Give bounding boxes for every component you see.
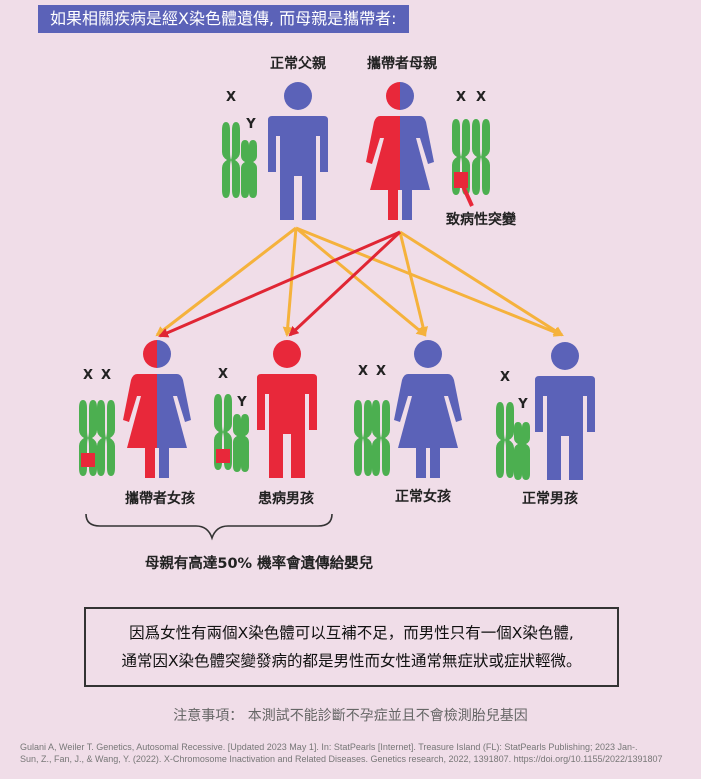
carrier-girl-figure xyxy=(123,340,191,478)
arrow-father-to-normal-boy xyxy=(295,226,564,337)
normal-girl-figure xyxy=(394,340,462,478)
reference-2: Sun, Z., Fan, J., & Wang, Y. (2022). X-C… xyxy=(20,754,663,764)
normal-boy-figure xyxy=(535,342,595,480)
affected-boy-chrom-y-label: Y xyxy=(236,395,247,410)
affected-boy-label: 患病男孩 xyxy=(258,490,314,507)
mutation-marker xyxy=(454,172,468,188)
inheritance-diagram: 正常父親 X Y 攜帶者母親 X X 致病性突變 X X 攜帶者女孩 xyxy=(79,55,595,572)
explanation-line-1: 因爲女性有兩個X染色體可以互補不足，而男性只有一個X染色體, xyxy=(129,624,574,642)
carrier-girl-chromosomes: X X xyxy=(79,368,115,476)
carrier-girl-label: 攜帶者女孩 xyxy=(125,490,195,507)
carrier-girl-chrom-x1-label: X xyxy=(83,368,93,383)
arrow-mother-to-affected-boy xyxy=(288,230,402,337)
normal-boy-chrom-y-label: Y xyxy=(517,397,528,412)
mother-label: 攜帶者母親 xyxy=(367,55,437,72)
mother-chromosomes: X X 致病性突變 xyxy=(446,90,517,228)
explanation-box: 因爲女性有兩個X染色體可以互補不足，而男性只有一個X染色體, 通常因X染色體突變… xyxy=(84,607,619,687)
header-title: 如果相關疾病是經X染色體遺傳, 而母親是攜帶者: xyxy=(50,9,397,28)
caution-note: 注意事項： 本測試不能診斷不孕症並且不會檢測胎兒基因 xyxy=(173,708,528,724)
father-chromosomes: X Y xyxy=(222,90,257,198)
normal-girl-label: 正常女孩 xyxy=(395,488,451,505)
arrow-mother-to-normal-girl xyxy=(398,231,428,337)
normal-girl-chromosomes: X X xyxy=(354,364,390,476)
header-banner: 如果相關疾病是經X染色體遺傳, 而母親是攜帶者: xyxy=(38,5,409,33)
father-chrom-x-label: X xyxy=(226,90,236,105)
normal-boy-chromosomes: X Y xyxy=(496,370,530,480)
arrows xyxy=(155,226,564,338)
normal-boy-chrom-x-label: X xyxy=(500,370,510,385)
father-label: 正常父親 xyxy=(270,55,326,72)
affected-boy-chromosomes: X Y xyxy=(214,367,249,472)
carrier-girl-mutation-marker xyxy=(81,453,95,467)
reference-1: Gulani A, Weiler T. Genetics, Autosomal … xyxy=(20,742,638,752)
arrow-father-to-affected-boy xyxy=(282,227,298,337)
affected-boy-figure xyxy=(257,340,317,478)
mutation-label: 致病性突變 xyxy=(446,211,517,228)
curly-brace xyxy=(85,513,333,541)
mother-figure xyxy=(366,82,434,220)
mutation-pointer xyxy=(461,185,474,207)
affected-boy-chrom-x-label: X xyxy=(218,367,228,382)
mother-chrom-x1-label: X xyxy=(456,90,466,105)
explanation-line-2: 通常因X染色體突變發病的都是男性而女性通常無症狀或症狀輕微。 xyxy=(121,652,582,670)
normal-boy-label: 正常男孩 xyxy=(522,490,578,507)
normal-girl-chrom-x1-label: X xyxy=(358,364,368,379)
arrow-mother-to-normal-boy xyxy=(399,230,564,337)
normal-girl-chrom-x2-label: X xyxy=(376,364,386,379)
father-figure xyxy=(268,82,328,220)
probability-note: 母親有高達50% 機率會遺傳給嬰兒 xyxy=(145,554,374,572)
references: Gulani A, Weiler T. Genetics, Autosomal … xyxy=(20,741,690,765)
mother-chrom-x2-label: X xyxy=(476,90,486,105)
arrow-father-to-carrier-girl xyxy=(155,226,297,337)
arrow-mother-to-carrier-girl xyxy=(158,230,401,338)
affected-boy-mutation-marker xyxy=(216,449,230,463)
carrier-girl-chrom-x2-label: X xyxy=(101,368,111,383)
father-chrom-y-label: Y xyxy=(245,117,256,132)
arrow-father-to-normal-girl xyxy=(295,226,427,337)
